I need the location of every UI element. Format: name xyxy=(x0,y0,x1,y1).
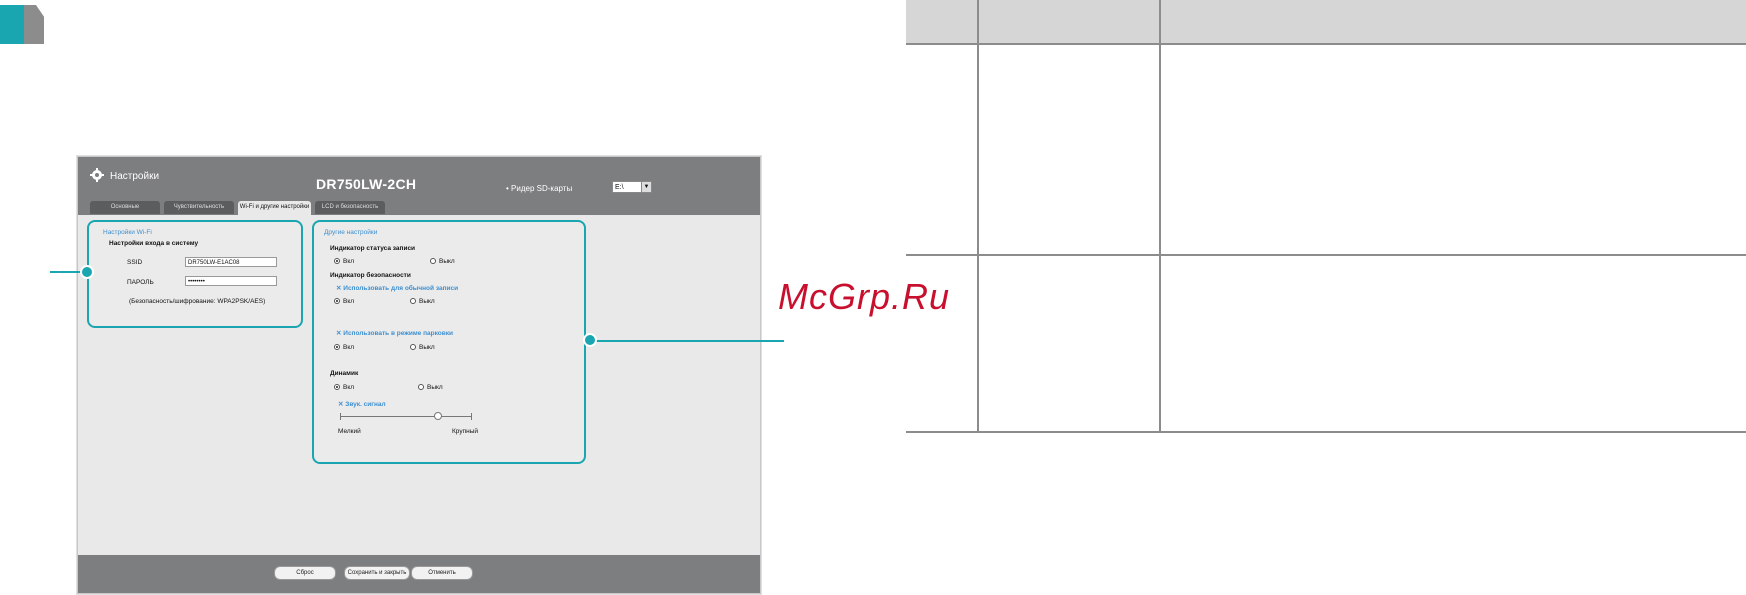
tab-lcd-security[interactable]: LCD и безопасность xyxy=(315,201,385,214)
cancel-button[interactable]: Отменить xyxy=(411,566,473,580)
radio-icon[interactable] xyxy=(334,344,340,351)
gear-icon xyxy=(90,168,104,182)
corner-accent-gray xyxy=(24,5,44,44)
security-info: (Безопасность/шифрование: WPA2PSK/AES) xyxy=(129,298,265,305)
radio-icon[interactable] xyxy=(430,258,436,265)
other-settings-panel: Другие настройки Индикатор статуса запис… xyxy=(312,220,586,464)
slider-tick xyxy=(340,413,341,420)
radio-icon[interactable] xyxy=(334,384,340,391)
volume-slider[interactable] xyxy=(340,412,472,422)
description-table xyxy=(906,0,1746,433)
ssid-label: SSID xyxy=(127,259,143,266)
normal-on-label: Вкл xyxy=(343,298,355,305)
table-divider xyxy=(906,254,1746,256)
slider-track xyxy=(340,416,472,417)
speaker-off-label: Выкл xyxy=(427,384,443,391)
watermark: McGrp.Ru xyxy=(778,276,951,317)
ssid-input[interactable]: DR750LW-E1AC08 xyxy=(185,257,277,267)
table-divider xyxy=(906,431,1746,433)
rec-on-radio[interactable]: Вкл xyxy=(334,258,354,265)
use-normal-label: ✕ Использовать для обычной записи xyxy=(336,285,459,292)
tab-basic[interactable]: Основные xyxy=(90,201,160,214)
tab-wifi-other[interactable]: Wi-Fi и другие настройки xyxy=(238,201,311,215)
drive-value: E:\ xyxy=(615,184,624,191)
password-input[interactable]: •••••••• xyxy=(185,276,277,286)
callout-line-right xyxy=(596,340,784,342)
callout-dot-left xyxy=(80,265,94,279)
security-label: (Безопасность/шифрование: xyxy=(129,298,216,305)
use-normal-text: Использовать для обычной записи xyxy=(343,285,459,292)
radio-icon[interactable] xyxy=(410,344,416,351)
app-title: Настройки xyxy=(110,171,160,182)
parking-on-label: Вкл xyxy=(343,344,355,351)
button-bar: Сброс Сохранить и закрыть Отменить xyxy=(78,555,760,593)
wifi-settings-panel: Настройки Wi-Fi Настройки входа в систем… xyxy=(87,220,303,328)
beep-label: ✕ Звук. сигнал xyxy=(338,401,386,408)
callout-dot-right xyxy=(583,333,597,347)
settings-window: Настройки DR750LW-2CH • Ридер SD-карты E… xyxy=(77,156,761,594)
security-indicator-label: Индикатор безопасности xyxy=(330,272,411,279)
parking-off-radio[interactable]: Выкл xyxy=(410,344,435,351)
callout-line-left xyxy=(50,271,86,273)
table-header xyxy=(906,0,1746,44)
reset-button[interactable]: Сброс xyxy=(274,566,336,580)
table-divider xyxy=(906,43,1746,45)
parking-off-label: Выкл xyxy=(419,344,435,351)
drive-select[interactable]: E:\ ▼ xyxy=(612,181,652,193)
password-label: ПАРОЛЬ xyxy=(127,279,154,286)
rec-off-radio[interactable]: Выкл xyxy=(430,258,455,265)
speaker-label: Динамик xyxy=(330,370,359,377)
wifi-panel-header: Настройки Wi-Fi xyxy=(103,229,152,236)
chevron-down-icon[interactable]: ▼ xyxy=(641,182,651,192)
model-name: DR750LW-2CH xyxy=(316,176,417,192)
rec-on-label: Вкл xyxy=(343,258,355,265)
normal-off-radio[interactable]: Выкл xyxy=(410,298,435,305)
slider-max-label: Крупный xyxy=(452,428,478,435)
other-panel-header: Другие настройки xyxy=(324,229,378,236)
security-value: WPA2PSK/AES) xyxy=(217,298,266,305)
beep-text: Звук. сигнал xyxy=(345,401,386,408)
app-header: Настройки DR750LW-2CH • Ридер SD-карты E… xyxy=(78,157,760,215)
speaker-off-radio[interactable]: Выкл xyxy=(418,384,443,391)
slider-min-label: Мелкий xyxy=(338,428,361,435)
rec-off-label: Выкл xyxy=(439,258,455,265)
parking-on-radio[interactable]: Вкл xyxy=(334,344,354,351)
save-close-button[interactable]: Сохранить и закрыть xyxy=(344,566,410,580)
radio-icon[interactable] xyxy=(418,384,424,391)
radio-icon[interactable] xyxy=(410,298,416,305)
table-column-line xyxy=(977,0,979,432)
use-parking-text: Использовать в режиме парковки xyxy=(343,330,453,337)
corner-accent-teal xyxy=(0,5,24,44)
normal-off-label: Выкл xyxy=(419,298,435,305)
slider-handle[interactable] xyxy=(434,412,442,420)
login-section-title: Настройки входа в систему xyxy=(109,240,199,247)
sd-reader-label: • Ридер SD-карты xyxy=(506,184,573,193)
speaker-on-radio[interactable]: Вкл xyxy=(334,384,354,391)
normal-on-radio[interactable]: Вкл xyxy=(334,298,354,305)
use-parking-label: ✕ Использовать в режиме парковки xyxy=(336,330,453,337)
table-column-line xyxy=(1159,0,1161,432)
tab-sensitivity[interactable]: Чувствительность xyxy=(164,201,234,214)
slider-tick xyxy=(471,413,472,420)
speaker-on-label: Вкл xyxy=(343,384,355,391)
radio-icon[interactable] xyxy=(334,258,340,265)
radio-icon[interactable] xyxy=(334,298,340,305)
rec-indicator-label: Индикатор статуса записи xyxy=(330,245,416,252)
